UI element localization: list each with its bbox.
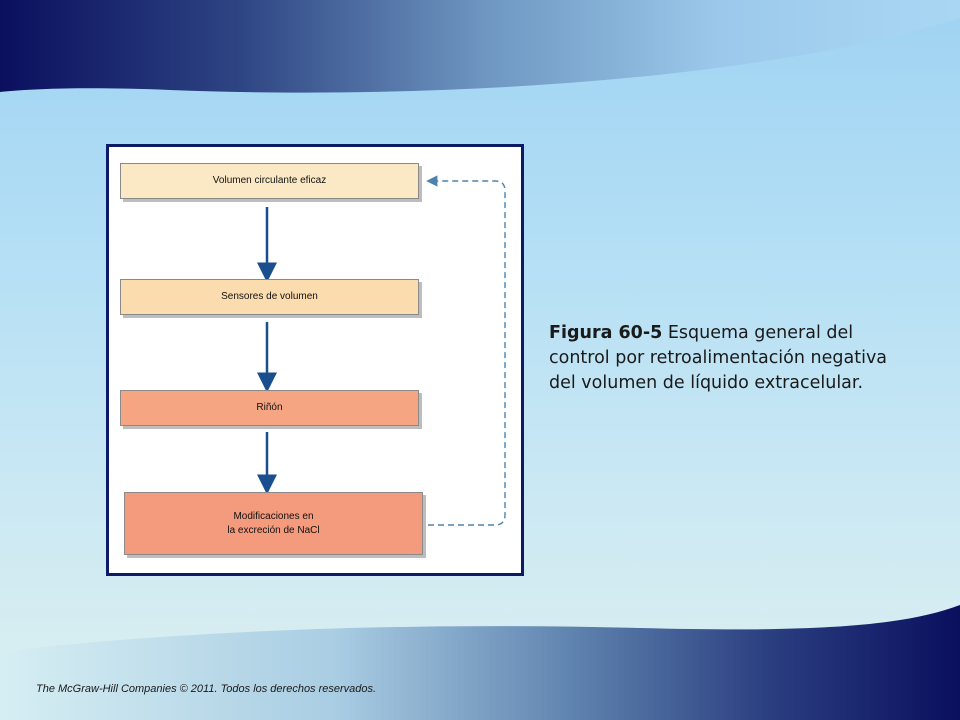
bottom-band	[0, 605, 960, 720]
figure-caption: Figura 60-5 Esquema general del control …	[549, 321, 894, 396]
box-modificaciones-nacl: Modificaciones en la excreción de NaCl	[124, 492, 423, 555]
diagram-connectors	[257, 175, 506, 526]
box-label: Sensores de volumen	[221, 291, 318, 302]
copyright-footer: The McGraw-Hill Companies © 2011. Todos …	[36, 683, 377, 695]
box-volumen-circulante: Volumen circulante eficaz	[120, 163, 419, 199]
box-label: Riñón	[256, 402, 283, 413]
top-band	[0, 0, 960, 93]
box-sensores-volumen: Sensores de volumen	[120, 279, 419, 315]
diagram-frame: Volumen circulante eficaz Sensores de vo…	[106, 144, 524, 576]
figure-number: Figura 60-5	[549, 323, 663, 343]
box-label: Modificaciones en la excreción de NaCl	[227, 510, 320, 536]
box-rinon: Riñón	[120, 390, 419, 426]
feedback-loop-arrow	[426, 175, 506, 526]
box-label: Volumen circulante eficaz	[212, 175, 327, 186]
caption-text: Esquema general del control por retroali…	[549, 323, 888, 393]
